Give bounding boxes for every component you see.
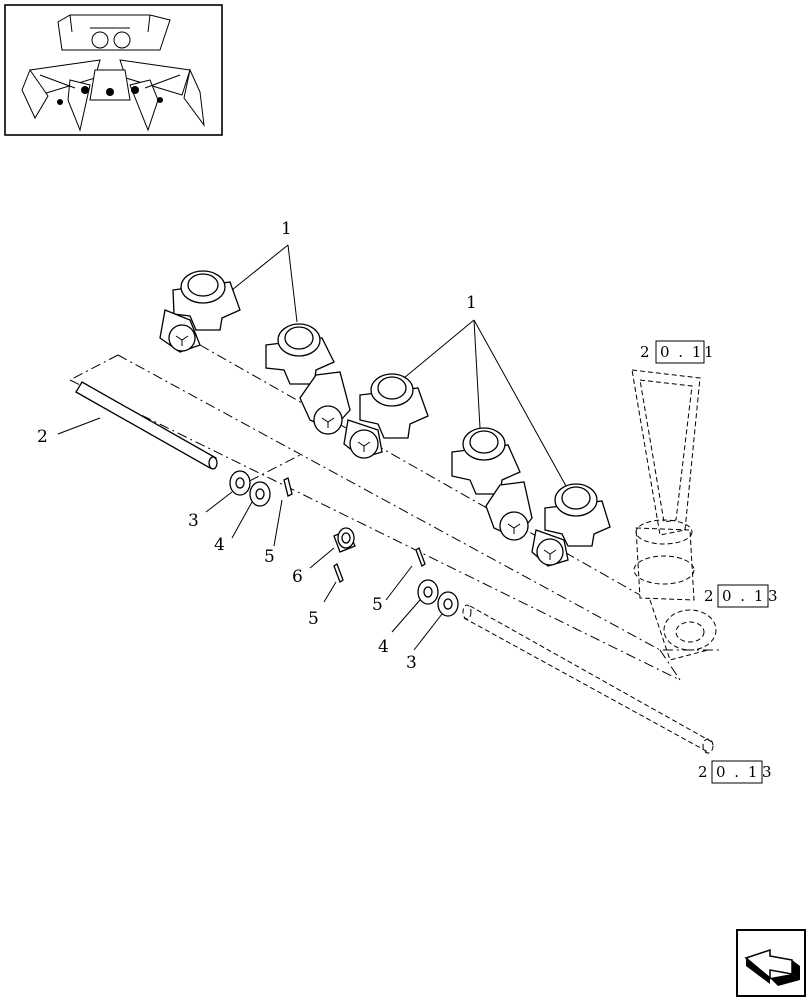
shaft bbox=[75, 381, 218, 470]
svg-text:0 . 1: 0 . 1 bbox=[722, 587, 765, 605]
pin-5c bbox=[415, 547, 426, 567]
phantom-shaft bbox=[462, 604, 714, 754]
callout-1-mid: 1 bbox=[466, 293, 477, 313]
ref-label-top[interactable]: 2 0 . 1 1 bbox=[640, 340, 716, 364]
svg-text:0 . 1: 0 . 1 bbox=[716, 763, 759, 781]
callout-5-right: 5 bbox=[372, 595, 383, 615]
gearbox-5 bbox=[531, 483, 611, 567]
ref-label-middle[interactable]: 2 0 . 1 3 bbox=[704, 584, 780, 608]
callout-3-left: 3 bbox=[188, 511, 199, 531]
callout-6: 6 bbox=[292, 567, 303, 587]
svg-text:2: 2 bbox=[698, 763, 710, 781]
bushing-6 bbox=[333, 527, 356, 553]
gearbox-4 bbox=[451, 427, 533, 541]
gearbox-3 bbox=[343, 373, 429, 459]
ref-label-bottom[interactable]: 2 0 . 1 3 bbox=[698, 760, 774, 784]
gearbox-2 bbox=[265, 323, 351, 435]
pin-5a bbox=[283, 477, 293, 497]
svg-text:2: 2 bbox=[704, 587, 716, 605]
callout-1-top: 1 bbox=[281, 219, 292, 239]
svg-text:3: 3 bbox=[768, 587, 780, 605]
machine-thumbnail[interactable] bbox=[4, 4, 223, 136]
washer-3b bbox=[437, 591, 459, 617]
washer-4a bbox=[249, 481, 271, 507]
washer-3a bbox=[229, 470, 251, 496]
gearbox-1 bbox=[159, 270, 241, 353]
callout-5-left: 5 bbox=[264, 547, 275, 567]
svg-text:2: 2 bbox=[640, 343, 652, 361]
svg-text:1: 1 bbox=[704, 343, 716, 361]
phantom-drive bbox=[631, 369, 717, 661]
callout-2: 2 bbox=[37, 427, 48, 447]
callout-4-right: 4 bbox=[378, 637, 389, 657]
pin-5b bbox=[333, 563, 344, 583]
callout-4-left: 4 bbox=[214, 535, 225, 555]
svg-text:0 . 1: 0 . 1 bbox=[660, 343, 703, 361]
callout-3-right: 3 bbox=[406, 653, 417, 673]
page-return-arrow-icon[interactable] bbox=[736, 929, 806, 997]
callout-5-center: 5 bbox=[308, 609, 319, 629]
svg-text:3: 3 bbox=[762, 763, 774, 781]
washer-4b bbox=[417, 579, 439, 605]
leader-lines bbox=[57, 244, 567, 651]
